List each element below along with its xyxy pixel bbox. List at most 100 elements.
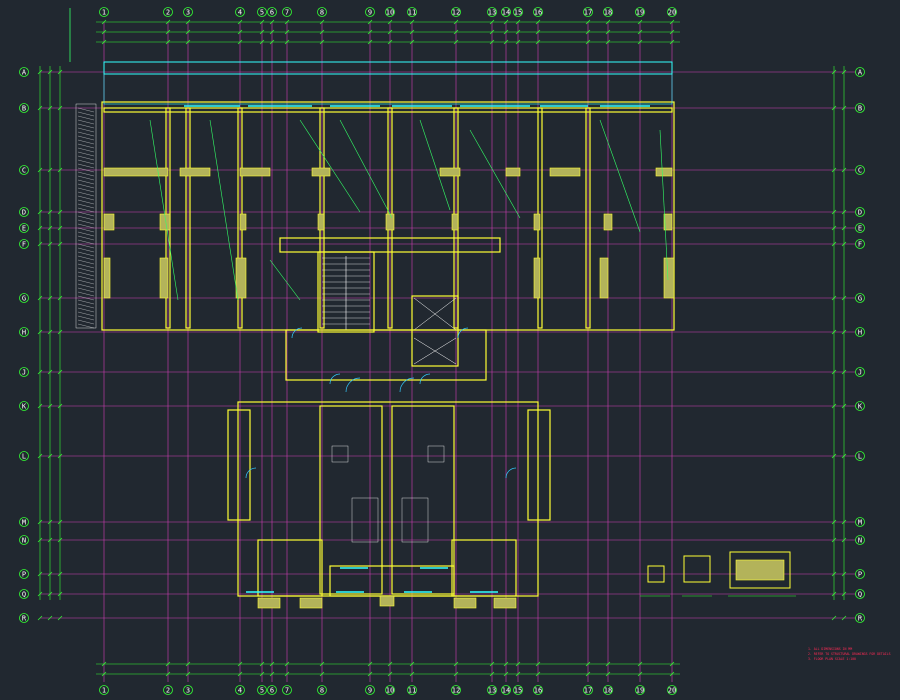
partition-wall xyxy=(185,107,191,329)
hatch-line xyxy=(77,283,95,289)
axis-bubble: 6 xyxy=(267,685,277,695)
axis-bubble: 16 xyxy=(533,7,543,17)
axis-bubble: B xyxy=(19,103,29,113)
axis-bubble-label: 7 xyxy=(285,8,289,16)
axis-bubble-circle xyxy=(19,293,29,303)
dimension-tick xyxy=(237,671,243,677)
door-arc xyxy=(329,373,341,385)
axis-bubble-circle xyxy=(855,165,865,175)
dimension-tick xyxy=(409,29,415,35)
axis-bubble-label: 19 xyxy=(636,8,644,16)
dimension-tick xyxy=(409,661,415,667)
axis-bubble-label: 15 xyxy=(514,686,522,694)
dimension-tick xyxy=(47,209,53,215)
axis-bubble-label: 8 xyxy=(320,686,324,694)
wall-column xyxy=(655,167,673,177)
door-arc xyxy=(457,327,469,339)
dimension-tick xyxy=(453,19,459,25)
axis-bubble-circle xyxy=(183,7,193,17)
axis-bubble: 11 xyxy=(407,7,417,17)
axis-bubble: 9 xyxy=(365,685,375,695)
axis-bubble-label: L xyxy=(22,452,26,460)
dimension-tick xyxy=(259,671,265,677)
lower-left-bay xyxy=(227,409,251,521)
axis-bubble-circle xyxy=(99,685,109,695)
axis-bubble: 19 xyxy=(635,7,645,17)
axis-bubble: 8 xyxy=(317,7,327,17)
hatch-line xyxy=(77,279,95,285)
axis-bubble: 11 xyxy=(407,685,417,695)
wall-column xyxy=(239,167,271,177)
axis-bubble: 17 xyxy=(583,7,593,17)
dimension-tick xyxy=(185,39,191,45)
axis-bubble-label: 2 xyxy=(166,686,170,694)
axis-bubble-circle xyxy=(501,7,511,17)
axis-bubble-label: 18 xyxy=(604,686,612,694)
axis-bubble: 7 xyxy=(282,7,292,17)
dimension-tick xyxy=(284,39,290,45)
hatch-line xyxy=(77,183,95,189)
dimension-tick xyxy=(47,329,53,335)
lower-center-left xyxy=(319,405,383,595)
detail-box-2 xyxy=(729,551,791,589)
dimension-tick xyxy=(831,105,837,111)
dimension-tick xyxy=(841,167,847,173)
dimension-tick xyxy=(259,39,265,45)
leader-line xyxy=(419,119,451,211)
wall-column xyxy=(179,167,211,177)
axis-bubble-label: 17 xyxy=(584,8,592,16)
axis-bubble-circle xyxy=(583,7,593,17)
axis-bubble-label: 19 xyxy=(636,686,644,694)
note-line-1: 1. ALL DIMENSIONS IN MM xyxy=(808,647,853,651)
dimension-tick xyxy=(453,661,459,667)
dimension-tick xyxy=(605,661,611,667)
axis-bubble-circle xyxy=(855,67,865,77)
axis-bubble-circle xyxy=(19,367,29,377)
dimension-tick xyxy=(37,105,43,111)
lower-right-bay xyxy=(527,409,551,521)
dimension-tick xyxy=(831,615,837,621)
dimension-tick xyxy=(841,295,847,301)
dimension-tick xyxy=(367,39,373,45)
hatch-line xyxy=(77,199,95,205)
axis-bubble: L xyxy=(855,451,865,461)
hatch-line xyxy=(77,143,95,149)
wall-column xyxy=(103,213,115,231)
door-arc xyxy=(399,377,415,393)
dimension-tick xyxy=(831,369,837,375)
dimension-tick xyxy=(387,19,393,25)
dimension-tick xyxy=(535,29,541,35)
axis-bubble-label: L xyxy=(858,452,862,460)
axis-bubble: G xyxy=(855,293,865,303)
dimension-tick xyxy=(637,39,643,45)
dimension-tick xyxy=(535,671,541,677)
door-swings xyxy=(245,327,517,479)
dimension-tick xyxy=(841,537,847,543)
axis-bubble: R xyxy=(855,613,865,623)
dimension-tick xyxy=(831,225,837,231)
wall-column xyxy=(239,213,247,231)
dimension-tick xyxy=(831,591,837,597)
hatch-line xyxy=(77,107,95,113)
axis-bubble: Q xyxy=(19,589,29,599)
hatch-line xyxy=(77,139,95,145)
wall-column xyxy=(159,257,169,299)
dimension-tick xyxy=(503,29,509,35)
dimension-tick xyxy=(237,39,243,45)
dimension-tick xyxy=(57,329,63,335)
axis-bubble-label: 12 xyxy=(452,8,460,16)
axis-bubble-circle xyxy=(855,293,865,303)
wall-column xyxy=(103,167,169,177)
dimension-tick xyxy=(605,29,611,35)
axis-bubble-circle xyxy=(855,451,865,461)
hatch-line xyxy=(77,191,95,197)
axis-bubble-label: N xyxy=(22,536,26,544)
wall-column xyxy=(235,257,247,299)
axis-bubble: 10 xyxy=(385,7,395,17)
dimension-tick xyxy=(515,19,521,25)
hatch-line xyxy=(77,235,95,241)
dimension-tick xyxy=(37,241,43,247)
axis-bubble: J xyxy=(855,367,865,377)
dimension-tick xyxy=(585,661,591,667)
axis-bubble: 6 xyxy=(267,7,277,17)
